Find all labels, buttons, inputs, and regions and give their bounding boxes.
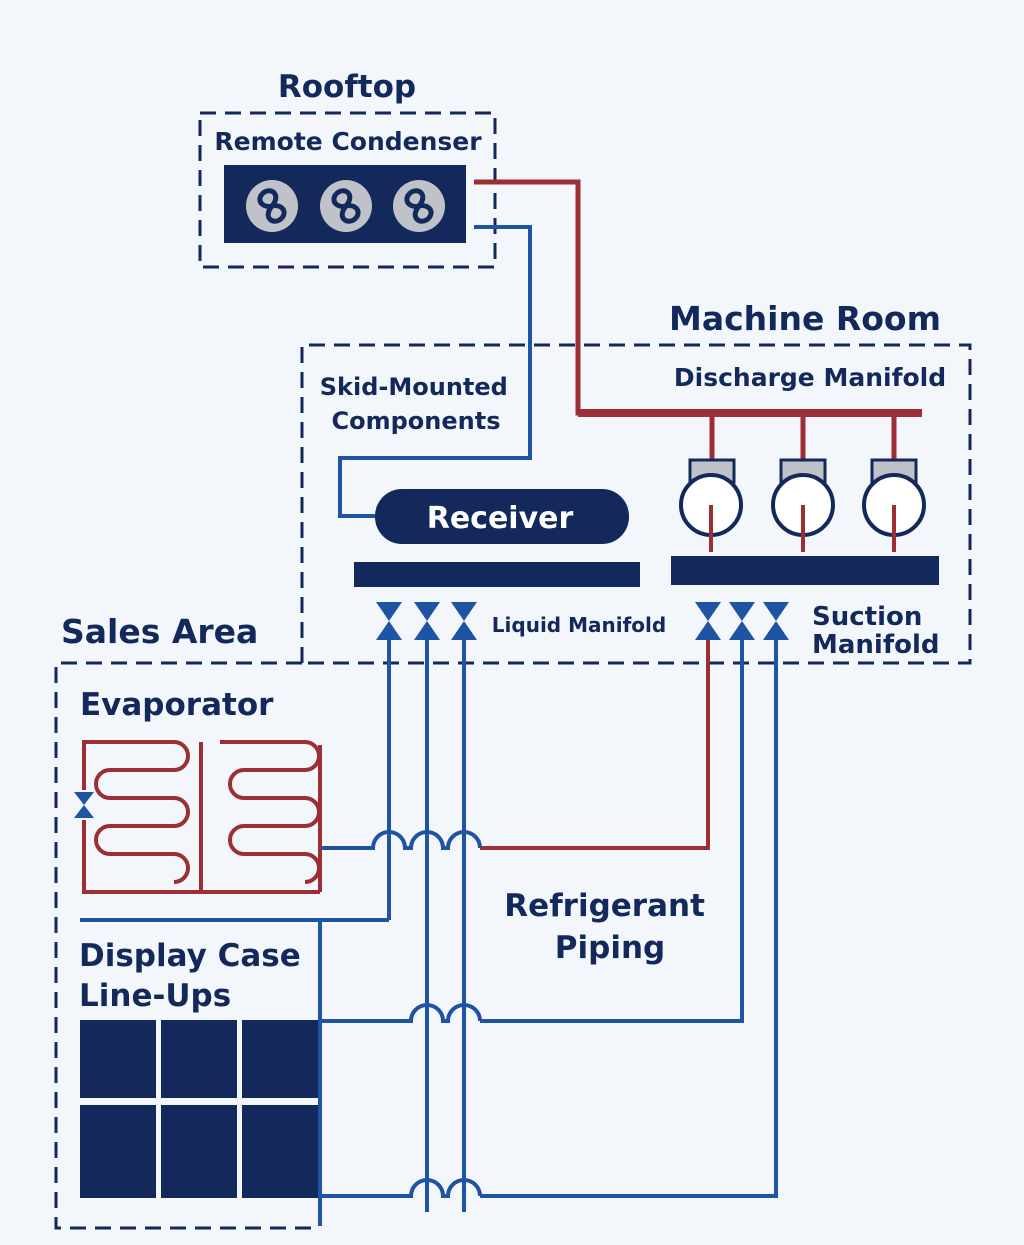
evaporator-label: Evaporator [80,687,274,723]
evaporator-branch [320,830,482,850]
valve-icon [729,602,755,640]
machine-room-title: Machine Room [669,299,941,338]
compressor-icon [771,458,835,552]
fan-icon [393,180,445,232]
discharge-manifold-label: Discharge Manifold [674,363,946,392]
liquid-line-condenser [338,225,532,518]
liquid-manifold-label: Liquid Manifold [492,613,666,637]
remote-condenser-label: Remote Condenser [214,127,482,156]
refrigerant-piping-label: Refrigerant Piping [504,888,715,966]
receiver [375,489,629,544]
compressor-icon [862,458,926,552]
sales-area-title: Sales Area [61,612,258,651]
suction-line-display-case-1 [480,640,744,1023]
suction-manifold-label: Suction Manifold [812,602,940,660]
suction-line-evaporator [480,640,710,850]
fan-icon [320,180,372,232]
valve-icon [451,602,477,640]
evaporator-coil [82,740,322,894]
display-case-branch-2 [320,1178,482,1198]
display-case-label: Display Case Line-Ups [79,938,312,1014]
skid-mounted-label: Skid-Mounted Components [320,373,516,435]
valve-icon [376,602,402,640]
valve-icon [74,792,94,818]
valve-icon [695,602,721,640]
display-case-lineups [80,1020,318,1198]
valve-icon [763,602,789,640]
compressor-icon [679,458,743,552]
suction-manifold [671,556,939,585]
receiver-label: Receiver [427,501,574,536]
fan-icon [246,180,298,232]
sales-area-zone [54,661,320,1230]
suction-line-display-case-2 [480,640,778,1198]
liquid-manifold [354,562,640,587]
machine-room-zone [300,343,972,665]
rooftop-title: Rooftop [278,69,416,105]
valve-icon [414,602,440,640]
display-case-branch-1 [320,1003,482,1023]
